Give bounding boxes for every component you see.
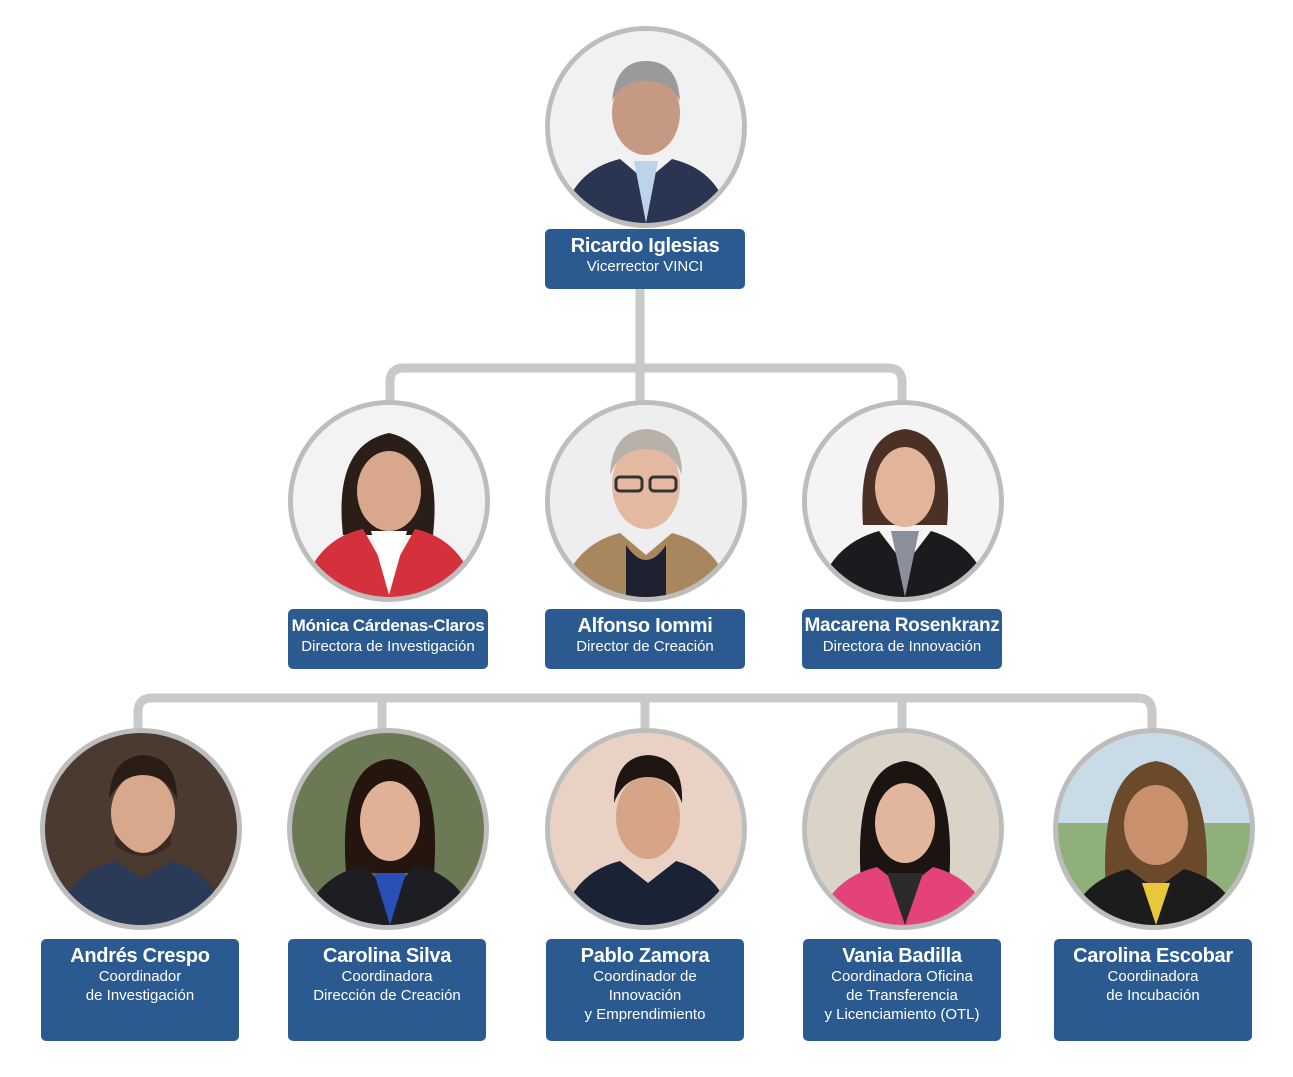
person-role: Directora de Innovación [822, 638, 982, 655]
person-role: Coordinador de Innovación y Emprendimien… [584, 968, 706, 1023]
person-name: Macarena Rosenkranz [804, 615, 1000, 636]
person-name: Carolina Silva [322, 945, 452, 967]
person-photo [287, 728, 489, 930]
connector-directors-bus [385, 363, 907, 402]
person-card: Vania Badilla Coordinadora Oficina de Tr… [803, 939, 1001, 1041]
person-photo [802, 728, 1004, 930]
person-name: Pablo Zamora [580, 945, 710, 967]
person-photo [545, 728, 747, 930]
person-photo [802, 400, 1004, 602]
person-role: Coordinadora Dirección de Creación [313, 968, 461, 1004]
person-card: Alfonso Iommi Director de Creación [545, 609, 745, 669]
person-card: Pablo Zamora Coordinador de Innovación y… [546, 939, 744, 1041]
person-name: Mónica Cárdenas-Claros [291, 616, 485, 635]
person-name: Ricardo Iglesias [570, 235, 720, 257]
person-role: Coordinadora Oficina de Transferencia y … [824, 968, 980, 1023]
person-photo [288, 400, 490, 602]
person-role: Coordinador de Investigación [85, 968, 195, 1004]
person-photo [40, 728, 242, 930]
person-name: Vania Badilla [842, 945, 962, 967]
person-card: Macarena Rosenkranz Directora de Innovac… [802, 609, 1002, 669]
person-card: Ricardo Iglesias Vicerrector VINCI [545, 229, 745, 289]
person-name: Alfonso Iommi [577, 615, 713, 637]
person-photo [545, 26, 747, 228]
person-photo [1053, 728, 1255, 930]
person-role: Vicerrector VINCI [586, 258, 704, 275]
person-card: Carolina Silva Coordinadora Dirección de… [288, 939, 486, 1041]
person-name: Andrés Crespo [70, 945, 210, 967]
person-role: Director de Creación [576, 638, 714, 655]
person-role: Coordinadora de Incubación [1106, 968, 1200, 1004]
person-photo [545, 400, 747, 602]
person-card: Andrés Crespo Coordinador de Investigaci… [41, 939, 239, 1041]
person-role: Directora de Investigación [301, 638, 475, 655]
person-name: Carolina Escobar [1073, 945, 1233, 967]
person-card: Carolina Escobar Coordinadora de Incubac… [1054, 939, 1252, 1041]
person-card: Mónica Cárdenas-Claros Directora de Inve… [288, 609, 488, 669]
